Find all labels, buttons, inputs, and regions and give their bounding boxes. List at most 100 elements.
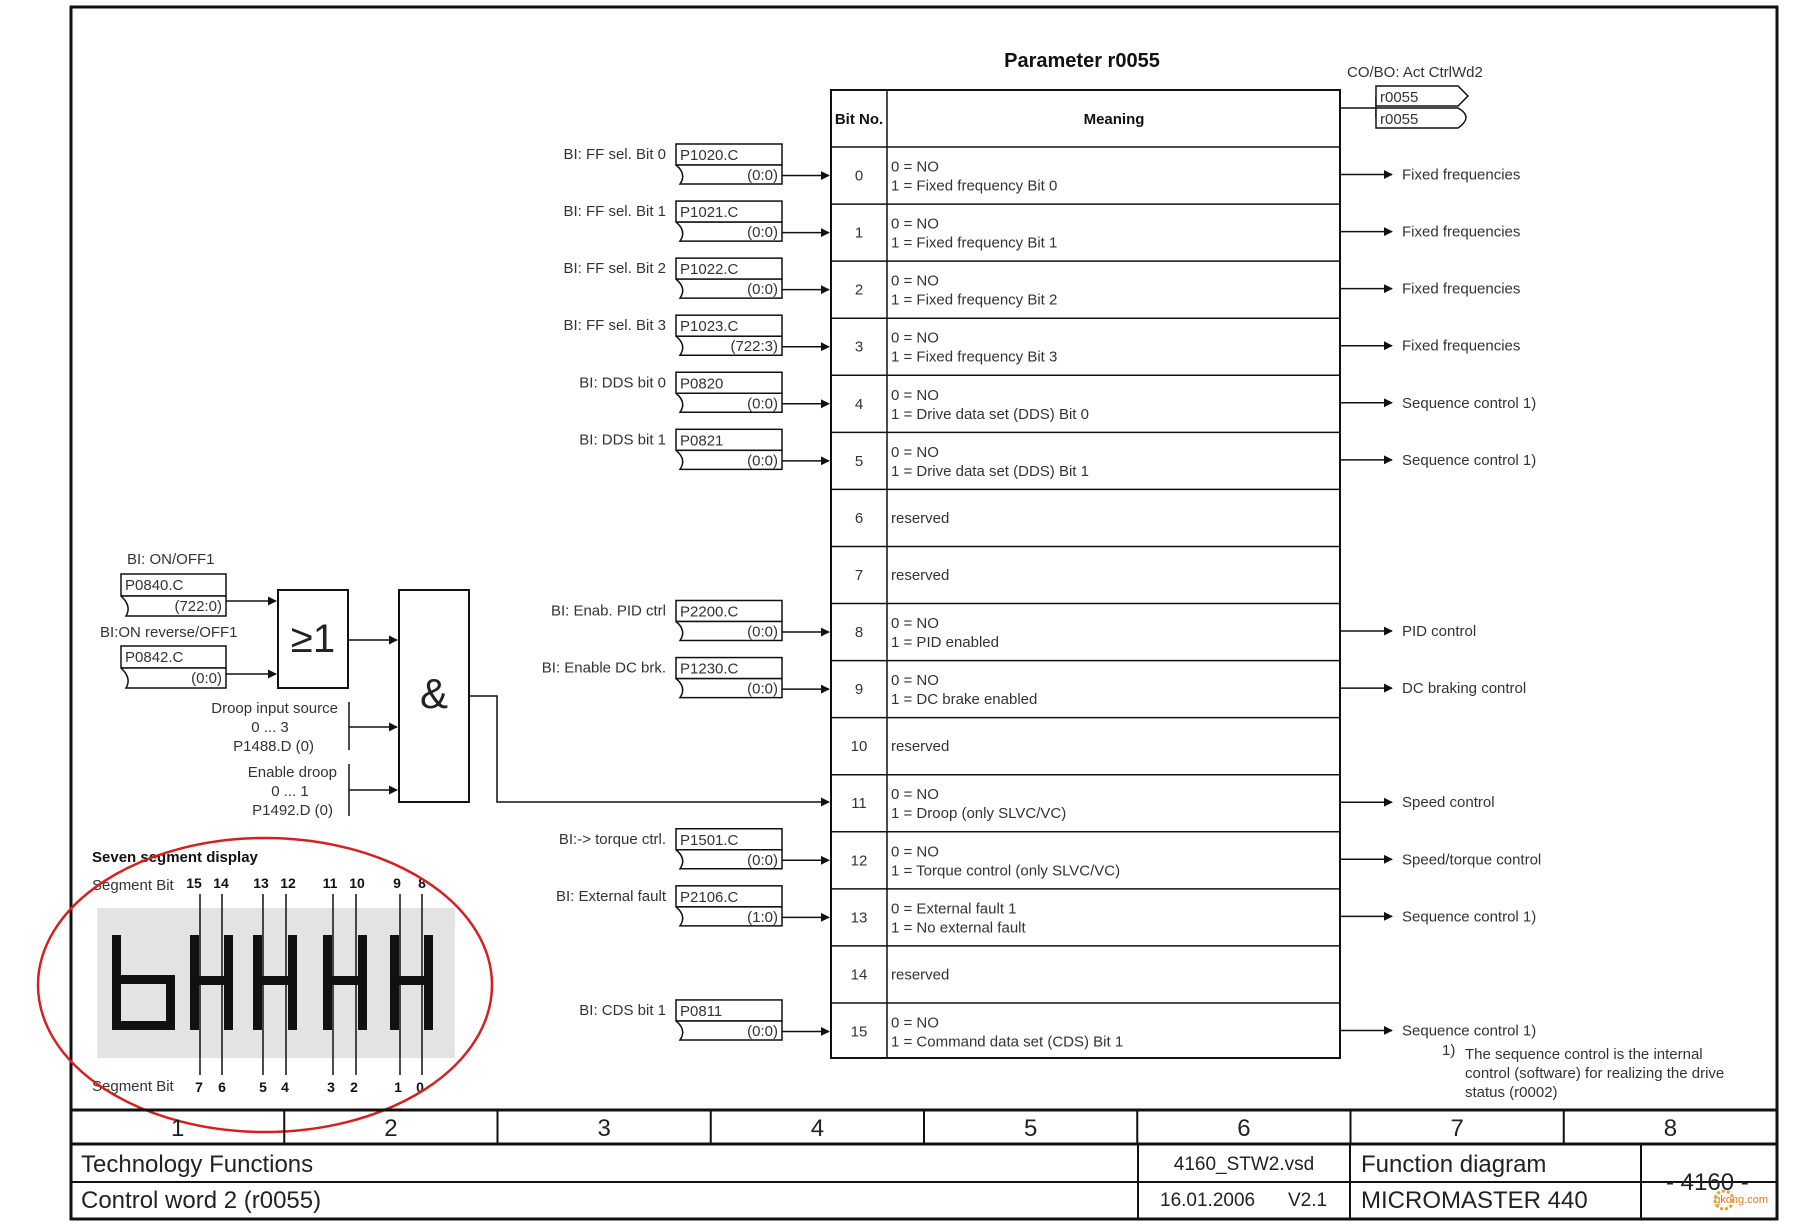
row-meaning: reserved bbox=[891, 738, 949, 755]
row-input-label: BI: FF sel. Bit 3 bbox=[563, 317, 666, 334]
output-connector: CO/BO: Act CtrlWd2 r0055 r0055 bbox=[1340, 64, 1483, 129]
row-bit: 9 bbox=[855, 681, 863, 698]
row-meaning: reserved bbox=[891, 567, 949, 584]
row-param: P1022.C bbox=[680, 261, 739, 278]
footer-column-number: 6 bbox=[1237, 1115, 1250, 1142]
footer-left-2: Control word 2 (r0055) bbox=[81, 1187, 321, 1214]
seven-seg-digit bbox=[323, 935, 367, 1030]
row-input-label: BI: External fault bbox=[556, 888, 667, 905]
parameter-title: Parameter r0055 bbox=[1004, 50, 1160, 72]
seven-seg-title: Seven segment display bbox=[92, 849, 259, 866]
table-row: 00 = NO1 = Fixed frequency Bit 0BI: FF s… bbox=[563, 143, 1520, 205]
segment-bit-top: 14 bbox=[213, 875, 229, 891]
droop-source-range: 0 ... 3 bbox=[251, 719, 289, 736]
footnote-line-2: control (software) for realizing the dri… bbox=[1465, 1065, 1724, 1082]
row-meaning: reserved bbox=[891, 966, 949, 983]
row-bit: 7 bbox=[855, 567, 863, 584]
in2-default: (0:0) bbox=[191, 670, 222, 687]
table-row: 30 = NO1 = Fixed frequency Bit 3BI: FF s… bbox=[563, 314, 1520, 376]
table-row: 130 = External fault 11 = No external fa… bbox=[556, 885, 1536, 947]
row-meaning-line-2: 1 = Command data set (CDS) Bit 1 bbox=[891, 1033, 1123, 1050]
row-bit: 13 bbox=[851, 909, 868, 926]
bit-table: Bit No. Meaning bbox=[830, 89, 1341, 1059]
table-row: 7 reserved bbox=[831, 567, 1340, 605]
row-meaning-line-2: 1 = No external fault bbox=[891, 919, 1026, 936]
row-meaning-line-1: 0 = NO bbox=[891, 444, 939, 461]
connector-out-1: r0055 bbox=[1380, 89, 1418, 106]
segment-bit-bottom: 1 bbox=[394, 1079, 402, 1095]
segment-bit-bottom: 6 bbox=[218, 1079, 226, 1095]
footer-column-number: 2 bbox=[384, 1115, 397, 1142]
logic-section: BI: ON/OFF1 P0840.C (722:0) BI:ON revers… bbox=[100, 551, 830, 819]
param-default-box bbox=[675, 1020, 783, 1041]
row-param: P2200.C bbox=[680, 604, 739, 621]
row-bit: 15 bbox=[851, 1023, 868, 1040]
segment-bit-bottom: 4 bbox=[281, 1079, 289, 1095]
row-input-label: BI: Enab. PID ctrl bbox=[551, 603, 666, 620]
table-row: 150 = NO1 = Command data set (CDS) Bit 1… bbox=[579, 999, 1536, 1050]
connector-label: CO/BO: Act CtrlWd2 bbox=[1347, 64, 1483, 81]
row-meaning-line-2: 1 = Fixed frequency Bit 2 bbox=[891, 292, 1057, 309]
row-meaning-line-1: 0 = NO bbox=[891, 786, 939, 803]
row-output: Fixed frequencies bbox=[1402, 167, 1520, 184]
row-param-default: (722:3) bbox=[730, 338, 778, 355]
row-param: P1020.C bbox=[680, 147, 739, 164]
highlight-circle bbox=[36, 836, 494, 1134]
col-bit-header: Bit No. bbox=[835, 111, 883, 128]
table-row: 20 = NO1 = Fixed frequency Bit 2BI: FF s… bbox=[563, 257, 1520, 319]
row-output: Sequence control 1) bbox=[1402, 908, 1536, 925]
footnote: 1) The sequence control is the internal … bbox=[1442, 1042, 1724, 1101]
row-param: P1021.C bbox=[680, 204, 739, 221]
param-default-box bbox=[675, 906, 783, 927]
row-output: DC braking control bbox=[1402, 680, 1526, 697]
footer-file: 4160_STW2.vsd bbox=[1174, 1154, 1314, 1175]
row-param: P0821 bbox=[680, 432, 723, 449]
row-input-label: BI: Enable DC brk. bbox=[542, 660, 666, 677]
seven-seg-digit bbox=[190, 935, 233, 1030]
row-bit: 12 bbox=[851, 852, 868, 869]
footnote-line-1: The sequence control is the internal bbox=[1465, 1046, 1703, 1063]
footer-product: MICROMASTER 440 bbox=[1361, 1187, 1588, 1214]
droop-source-label: Droop input source bbox=[211, 700, 338, 717]
row-meaning-line-2: 1 = Fixed frequency Bit 0 bbox=[891, 178, 1057, 195]
row-meaning-line-1: 0 = NO bbox=[891, 672, 939, 689]
row-meaning-line-1: 0 = NO bbox=[891, 330, 939, 347]
table-row: 50 = NO1 = Drive data set (DDS) Bit 1BI:… bbox=[579, 428, 1536, 491]
param-default-box bbox=[675, 278, 783, 299]
segment-bit-top: 10 bbox=[349, 875, 365, 891]
in1-label: BI: ON/OFF1 bbox=[127, 551, 215, 568]
sheet-frame bbox=[69, 5, 1779, 1221]
row-input-label: BI: DDS bit 1 bbox=[579, 431, 666, 448]
row-input-label: BI: FF sel. Bit 1 bbox=[563, 203, 666, 220]
segment-bit-bottom: 0 bbox=[416, 1079, 424, 1095]
row-param-default: (0:0) bbox=[747, 681, 778, 698]
segment-bit-top: 13 bbox=[253, 875, 269, 891]
row-bit: 6 bbox=[855, 510, 863, 527]
row-param-default: (0:0) bbox=[747, 852, 778, 869]
table-row: 40 = NO1 = Drive data set (DDS) Bit 0BI:… bbox=[579, 371, 1536, 434]
in2-param: P0842.C bbox=[125, 649, 184, 666]
enable-droop-param: P1492.D (0) bbox=[252, 802, 333, 819]
droop-source-param: P1488.D (0) bbox=[233, 738, 314, 755]
row-meaning: reserved bbox=[891, 510, 949, 527]
in1-param: P0840.C bbox=[125, 577, 184, 594]
table-row: 10 = NO1 = Fixed frequency Bit 1BI: FF s… bbox=[563, 200, 1520, 262]
row-input-label: BI: FF sel. Bit 0 bbox=[563, 146, 666, 163]
segment-bit-top: 8 bbox=[418, 875, 426, 891]
table-row: 110 = NO1 = Droop (only SLVC/VC)Speed co… bbox=[831, 786, 1495, 833]
row-param-default: (0:0) bbox=[747, 167, 778, 184]
segment-bit-top: 11 bbox=[323, 875, 338, 891]
row-param: P2106.C bbox=[680, 889, 739, 906]
footer-left-1: Technology Functions bbox=[81, 1151, 313, 1178]
segment-bit-top: 12 bbox=[280, 875, 296, 891]
param-default-box bbox=[675, 164, 783, 185]
row-param-default: (0:0) bbox=[747, 224, 778, 241]
row-param-default: (0:0) bbox=[747, 624, 778, 641]
row-bit: 5 bbox=[855, 453, 863, 470]
row-meaning-line-1: 0 = NO bbox=[891, 843, 939, 860]
